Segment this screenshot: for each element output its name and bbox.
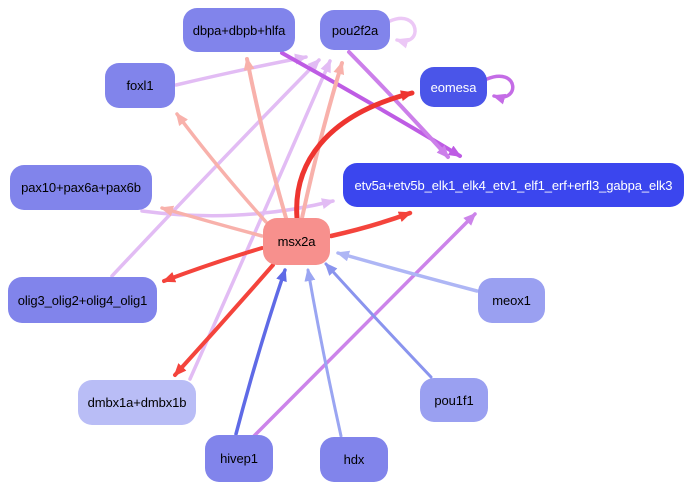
edge-hivep1-etv5a xyxy=(252,212,477,438)
edge-msx2a-eomesa xyxy=(294,90,415,221)
edge-msx2a-pou2f2a xyxy=(300,61,345,220)
edge-dbpa-etv5a xyxy=(280,51,462,158)
edge-msx2a-etv5a xyxy=(328,210,413,239)
node-foxl1[interactable]: foxl1 xyxy=(105,63,175,108)
node-pou1f1[interactable]: pou1f1 xyxy=(420,378,488,422)
node-pax10[interactable]: pax10+pax6a+pax6b xyxy=(10,165,152,210)
node-dmbx1a[interactable]: dmbx1a+dmbx1b xyxy=(78,380,196,425)
edge-msx2a-dmbx1a xyxy=(173,263,275,377)
node-meox1[interactable]: meox1 xyxy=(478,278,545,323)
edge-msx2a-dbpa xyxy=(243,57,288,220)
edge-msx2a-foxl1 xyxy=(175,112,268,224)
node-msx2a[interactable]: msx2a xyxy=(263,218,330,265)
edge-pou1f1-msx2a xyxy=(324,262,433,379)
edge-meox1-msx2a xyxy=(336,250,479,293)
node-eomesa[interactable]: eomesa xyxy=(420,67,487,107)
edge-pou2f2a-pou2f2a xyxy=(388,16,417,49)
edge-hdx-msx2a xyxy=(304,268,343,438)
edge-msx2a-olig3 xyxy=(162,246,264,283)
node-dbpa[interactable]: dbpa+dbpb+hlfa xyxy=(183,8,295,52)
edge-foxl1-pou2f2a xyxy=(174,53,308,87)
node-hdx[interactable]: hdx xyxy=(320,437,388,482)
node-olig3[interactable]: olig3_olig2+olig4_olig1 xyxy=(8,277,157,323)
node-hivep1[interactable]: hivep1 xyxy=(205,435,273,482)
node-etv5a[interactable]: etv5a+etv5b_elk1_elk4_etv1_elf1_erf+erfl… xyxy=(343,163,684,207)
edge-msx2a-pax10 xyxy=(160,205,264,238)
edge-hivep1-msx2a xyxy=(234,268,287,436)
edge-eomesa-eomesa xyxy=(485,74,515,105)
edge-pou2f2a-etv5a xyxy=(347,50,450,159)
node-pou2f2a[interactable]: pou2f2a xyxy=(320,10,390,50)
